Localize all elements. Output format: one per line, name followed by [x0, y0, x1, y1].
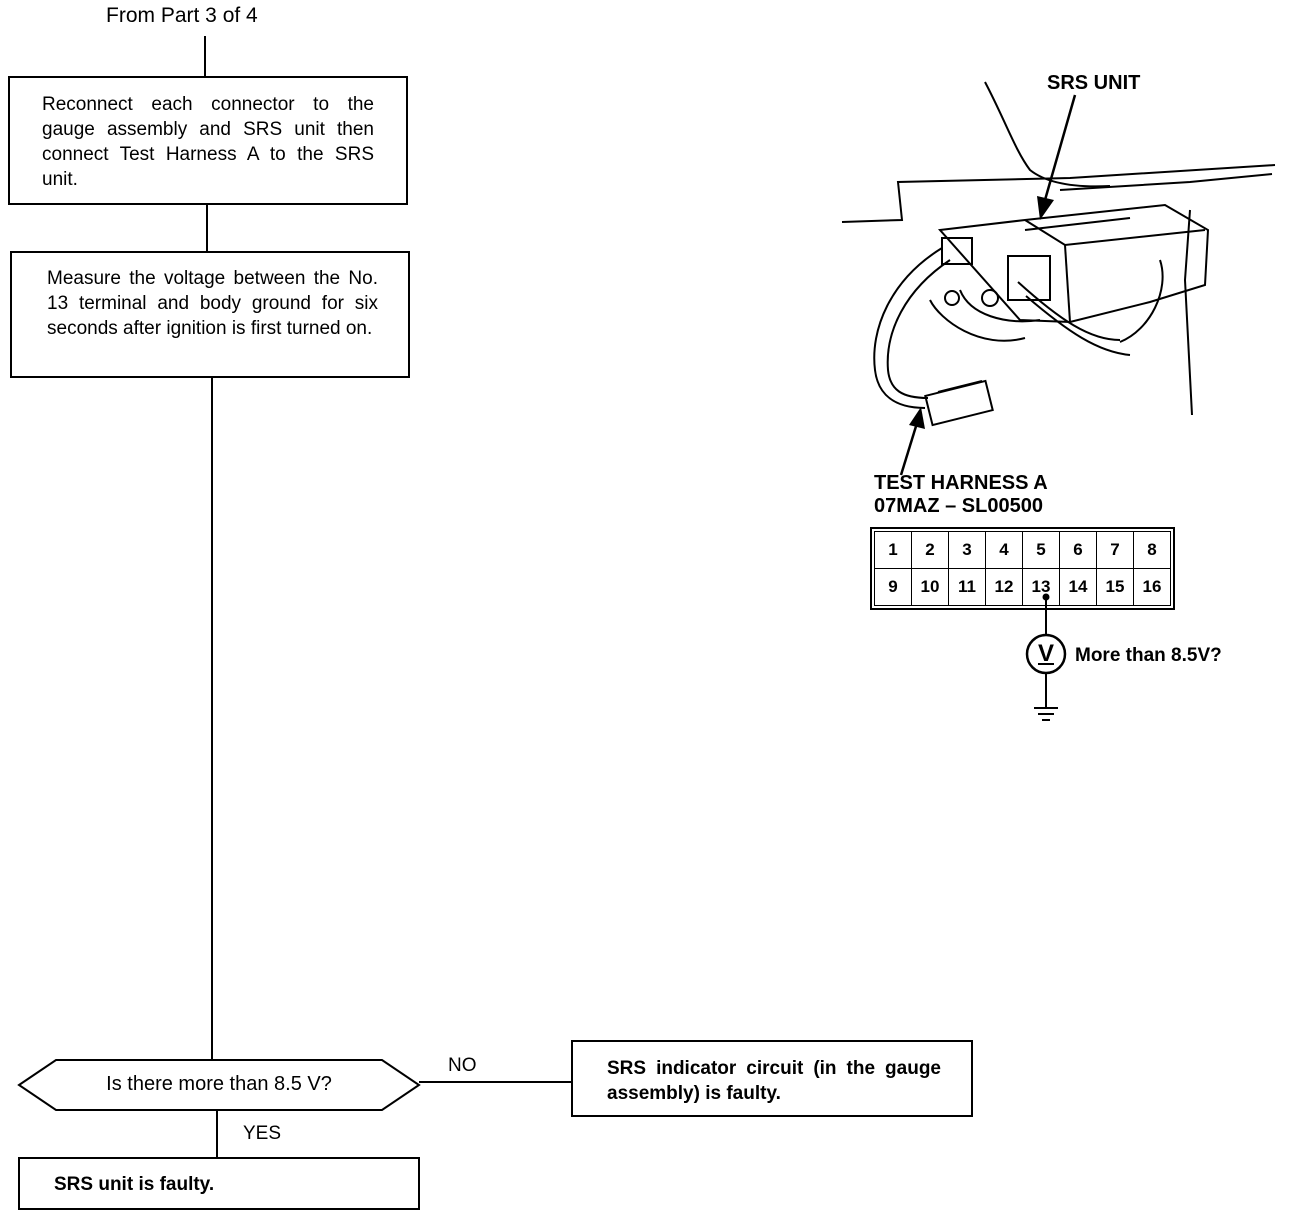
- terminal-cell: 12: [985, 568, 1023, 606]
- terminal-cell: 5: [1022, 531, 1060, 569]
- from-part-label: From Part 3 of 4: [106, 4, 258, 27]
- terminal-cell: 10: [911, 568, 949, 606]
- yes-label: YES: [243, 1123, 282, 1144]
- terminal-cell: 3: [948, 531, 986, 569]
- yes-result-text: SRS unit is faulty.: [54, 1174, 215, 1195]
- meter-question: More than 8.5V?: [1075, 645, 1222, 666]
- flow-line-decision-no: [419, 1081, 573, 1083]
- voltmeter-icon: V: [1037, 640, 1054, 667]
- terminal-cell: 2: [911, 531, 949, 569]
- harness-arrow: [899, 407, 925, 476]
- srs-unit-label: SRS UNIT: [1047, 72, 1141, 94]
- flow-line-step2-decision: [211, 376, 213, 1061]
- decision-shape: [17, 1059, 421, 1111]
- step-reconnect-box: Reconnect each connector to the gauge as…: [8, 76, 408, 205]
- no-result-text: SRS indicator circuit (in the gauge asse…: [607, 1058, 941, 1104]
- terminal-cell: 14: [1059, 568, 1097, 606]
- terminal-cell-13: 13: [1022, 568, 1060, 606]
- harness-part-number: 07MAZ – SL00500: [874, 495, 1043, 517]
- terminal-cell: 16: [1133, 568, 1171, 606]
- terminal-cell: 4: [985, 531, 1023, 569]
- step-measure-text: Measure the voltage between the No. 13 t…: [47, 268, 378, 339]
- flow-line-step1-step2: [206, 203, 208, 252]
- terminal-cell: 9: [874, 568, 912, 606]
- no-result-box: SRS indicator circuit (in the gauge asse…: [571, 1040, 973, 1117]
- step-measure-box: Measure the voltage between the No. 13 t…: [10, 251, 410, 378]
- terminal-cell: 7: [1096, 531, 1134, 569]
- terminal-cell: 8: [1133, 531, 1171, 569]
- srs-unit-illustration: [841, 81, 1276, 427]
- no-label: NO: [448, 1055, 477, 1076]
- harness-name: TEST HARNESS A: [874, 472, 1048, 494]
- terminal-cell: 11: [948, 568, 986, 606]
- flow-line-top: [204, 36, 206, 78]
- connector-terminal-grid: 1 2 3 4 5 6 7 8 9 10 11 12 13 14 15 16: [870, 527, 1175, 610]
- decision-text: Is there more than 8.5 V?: [106, 1073, 332, 1095]
- terminal-cell: 15: [1096, 568, 1134, 606]
- srs-unit-arrow: [1037, 94, 1077, 220]
- voltmeter-probe: [1025, 593, 1067, 721]
- step-reconnect-text: Reconnect each connector to the gauge as…: [42, 94, 374, 190]
- terminal-cell: 1: [874, 531, 912, 569]
- flow-line-decision-yes: [216, 1109, 218, 1159]
- terminal-cell: 6: [1059, 531, 1097, 569]
- yes-result-box: SRS unit is faulty.: [18, 1157, 420, 1210]
